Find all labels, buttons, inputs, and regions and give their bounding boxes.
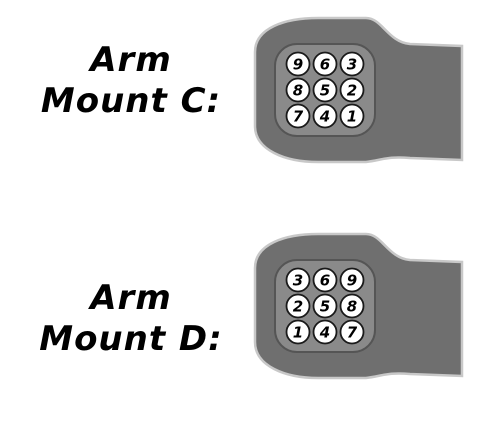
arm-mount-d-hole-number-6: 6 [320,272,330,290]
arm-mount-c-hole-number-5: 5 [320,82,330,100]
arm-mount-d-hole-7 [339,319,365,345]
arm-mount-c-hole-1 [339,103,365,129]
arm-mount-c-hole-number-8: 8 [293,82,303,100]
arm-mount-c-label-line1: Arm [90,40,172,80]
arm-mount-c-label: Arm Mount C: [18,40,244,122]
arm-mount-c-hole-number-7: 7 [293,108,304,126]
arm-mount-d-hole-3 [285,267,311,293]
arm-mount-d-hole-number-8: 8 [347,298,357,316]
arm-mount-d-hole-2 [285,293,311,319]
arm-mount-d-hole-8 [339,293,365,319]
arm-mount-d-hole-6 [312,267,338,293]
arm-mount-c-hole-5 [312,77,338,103]
arm-mount-c-hole-number-4: 4 [319,108,330,126]
arm-mount-d-label-line2: Mount D: [39,318,223,359]
arm-mount-d-hole-number-7: 7 [347,324,358,342]
arm-mount-c-hole-number-6: 6 [320,56,330,74]
arm-mount-c-hole-number-9: 9 [293,56,303,74]
arm-mount-c-hole-2 [339,77,365,103]
arm-mount-c-hole-6 [312,51,338,77]
arm-mount-d-label: Arm Mount D: [18,278,244,360]
arm-mount-d-hole-4 [312,319,338,345]
arm-mount-d-hole-9 [339,267,365,293]
arm-mount-d-hole-number-1: 1 [293,324,303,342]
arm-mount-d-hole-number-5: 5 [320,298,330,316]
arm-mount-c-hole-7 [285,103,311,129]
arm-mount-d-hole-number-2: 2 [293,298,303,316]
arm-mount-c-hole-number-2: 2 [347,82,357,100]
arm-mount-c-hole-3 [339,51,365,77]
arm-mount-d-hole-1 [285,319,311,345]
arm-mount-d-hole-number-9: 9 [347,272,357,290]
arm-mount-d-hole-number-4: 4 [319,324,330,342]
arm-mount-c-hole-8 [285,77,311,103]
arm-mount-c-hole-9 [285,51,311,77]
arm-mount-d-hole-number-3: 3 [293,272,303,290]
arm-mount-c-hole-number-3: 3 [347,56,357,74]
arm-mount-c-label-line2: Mount C: [40,80,222,121]
arm-mount-d-hole-5 [312,293,338,319]
arm-mount-d-label-line1: Arm [90,278,172,318]
arm-mount-c-hole-number-1: 1 [347,108,357,126]
arm-mount-c-hole-4 [312,103,338,129]
